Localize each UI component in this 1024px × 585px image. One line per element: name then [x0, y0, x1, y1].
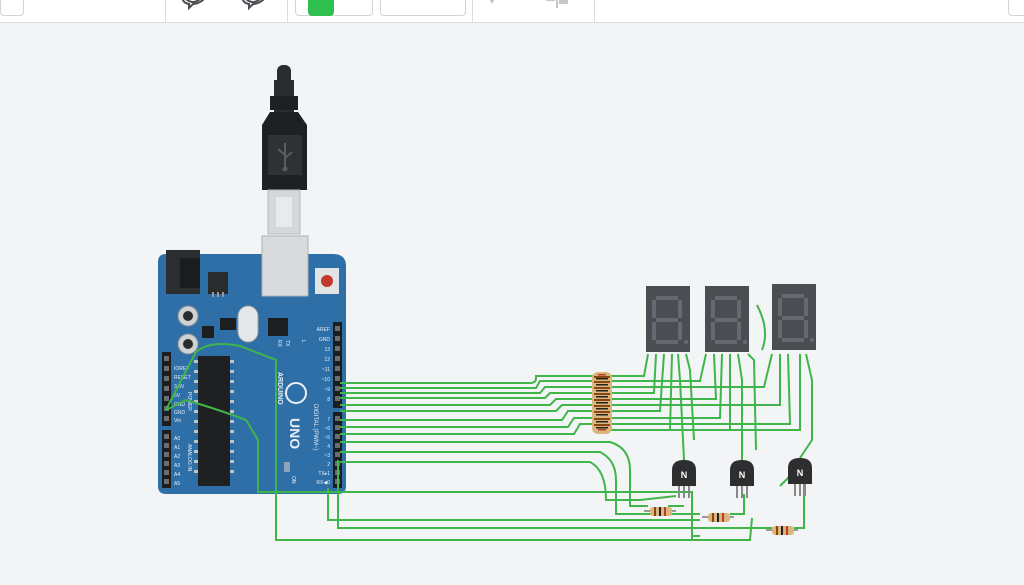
tx-led-label: TX	[284, 340, 290, 347]
pin-label-6: ~6	[324, 426, 330, 432]
pin-label-2: 2	[327, 462, 330, 468]
color-button[interactable]	[295, 0, 373, 16]
pin-label-a3: A3	[174, 463, 180, 469]
align-icon[interactable]	[544, 0, 570, 14]
pin-label-a1: A1	[174, 445, 180, 451]
analog-header[interactable]	[162, 430, 171, 488]
pin-label-5v: 5V	[174, 393, 181, 399]
pin-label-5: ~5	[324, 435, 330, 441]
npn-transistor-1[interactable]: N	[672, 460, 696, 498]
rotate-icon[interactable]	[484, 0, 510, 14]
transistor-label: N	[739, 470, 746, 480]
seven-segment-display-2[interactable]	[705, 286, 749, 352]
pin-label-gnd-2: GND	[174, 410, 186, 416]
pin-label-vin: Vin	[174, 418, 181, 424]
pin-label-a4: A4	[174, 472, 180, 478]
pin-label-gnd-right: GND	[319, 337, 331, 343]
toolbar-divider	[287, 0, 288, 22]
digital-pwm-label: DIGITAL (PWM~)	[312, 404, 318, 451]
pin-label-aref: AREF	[317, 327, 330, 333]
seven-segment-display-3[interactable]	[772, 284, 816, 350]
pin-label-3v3: 3.3V	[174, 384, 185, 390]
panel-button[interactable]	[1008, 0, 1024, 16]
color-swatch[interactable]	[308, 0, 334, 16]
uno-model-label: UNO	[287, 418, 303, 449]
pin-label-4: 4	[327, 444, 330, 450]
pin-label-rx0: RX◀0	[316, 480, 330, 486]
pin-label-8: 8	[327, 397, 330, 403]
toolbar-divider	[165, 0, 166, 22]
digital-header-bottom[interactable]	[333, 412, 342, 488]
top-toolbar	[0, 0, 1024, 23]
pin-label-9: ~9	[324, 387, 330, 393]
rx-led-label: RX	[276, 340, 282, 348]
arduino-uno-board[interactable]: IOREF RESET 3.3V 5V GND GND Vin A0 A1 A2…	[158, 235, 346, 494]
arduino-infinity-logo	[285, 382, 307, 404]
pin-label-3: ~3	[324, 453, 330, 459]
base-resistor-3[interactable]	[766, 526, 798, 535]
pin-label-a2: A2	[174, 454, 180, 460]
on-led	[284, 462, 290, 472]
pin-label-gnd-1: GND	[174, 402, 186, 408]
toolbar-divider	[594, 0, 595, 22]
l-led-label: L	[300, 340, 306, 343]
resistor-bank[interactable]	[592, 372, 612, 434]
transistor-label: N	[681, 470, 688, 480]
npn-transistor-3[interactable]: N	[788, 458, 812, 496]
on-led-label: ON	[290, 476, 296, 484]
transistor-label: N	[797, 468, 804, 478]
wire-type-button[interactable]	[380, 0, 466, 16]
seven-segment-display-1[interactable]	[646, 286, 690, 352]
base-resistor-1[interactable]	[644, 507, 676, 516]
wires[interactable]	[165, 304, 813, 541]
pin-label-a0: A0	[174, 436, 180, 442]
analog-in-label: ANALOG IN	[186, 444, 192, 472]
pin-label-12: 12	[324, 357, 330, 363]
npn-transistor-2[interactable]: N	[730, 460, 754, 498]
pin-label-13: 13	[324, 347, 330, 353]
arduino-brand-label: ARDUINO	[276, 372, 283, 405]
pin-label-tx1: TX▸1	[318, 471, 330, 477]
pin-label-7: 7	[327, 417, 330, 423]
circuit-canvas[interactable]: IOREF RESET 3.3V 5V GND GND Vin A0 A1 A2…	[0, 23, 1024, 585]
pin-label-11: ~11	[322, 367, 330, 373]
usb-symbol-icon	[277, 143, 293, 172]
comment-icon[interactable]	[180, 0, 206, 14]
notes-icon[interactable]	[240, 0, 266, 14]
digital-header-top[interactable]	[333, 322, 342, 408]
base-resistor-2[interactable]	[702, 513, 734, 522]
pin-label-10: ~10	[322, 377, 331, 383]
toolbar-divider	[472, 0, 473, 22]
pin-label-a5: A5	[174, 481, 180, 487]
shape-button[interactable]	[0, 0, 24, 16]
usb-cable[interactable]	[262, 65, 307, 235]
pin-label-ioref: IOREF	[174, 366, 189, 372]
reset-button[interactable]	[321, 275, 333, 287]
